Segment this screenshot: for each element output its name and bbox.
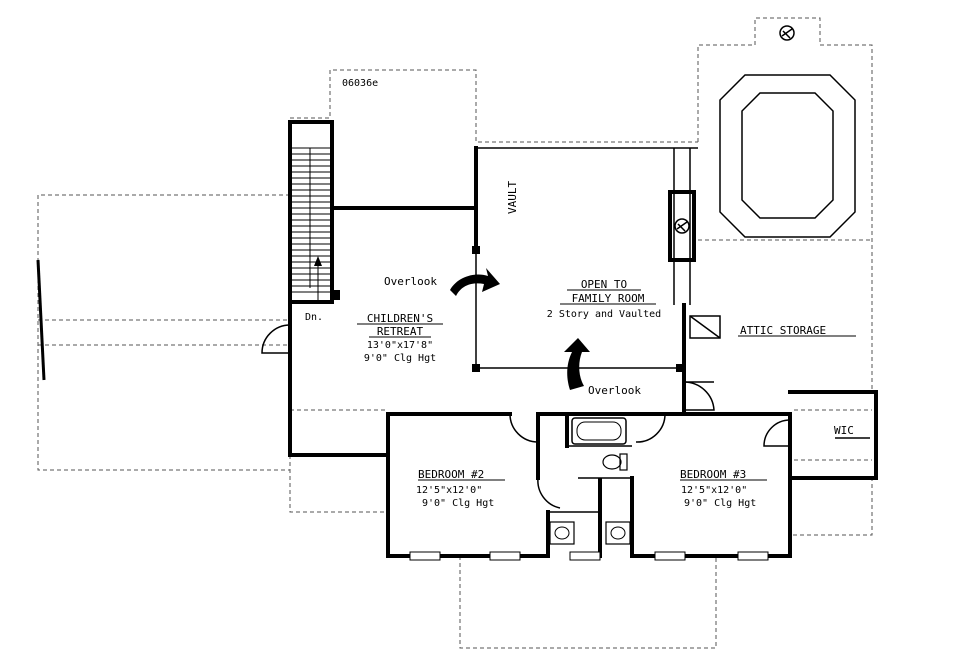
fan-icon — [674, 218, 690, 234]
room-note: 2 Story and Vaulted — [547, 309, 661, 320]
windows — [409, 551, 769, 561]
stair-down-label: Dn. — [305, 312, 323, 323]
sink-icon — [549, 521, 631, 545]
overlook-label-1: Overlook — [384, 275, 437, 288]
room-name: WIC — [834, 424, 854, 437]
room-ceiling: 9'0" Clg Hgt — [364, 353, 436, 364]
bedroom2-label: BEDROOM #2 12'5"x12'0" 9'0" Clg Hgt — [416, 468, 505, 509]
toilet-icon — [602, 453, 628, 471]
roof-outlines — [36, 17, 873, 649]
wic-label: WIC — [834, 424, 854, 437]
room-size: 12'5"x12'0" — [681, 485, 747, 496]
arrow-icon — [564, 338, 590, 390]
room-name: ATTIC STORAGE — [740, 324, 826, 337]
walls — [288, 120, 878, 558]
room-size: 12'5"x12'0" — [416, 485, 482, 496]
childrens-retreat-label: CHILDREN'S RETREAT 13'0"x17'8" 9'0" Clg … — [357, 312, 443, 364]
room-ceiling: 9'0" Clg Hgt — [422, 498, 494, 509]
attic-storage-label: ATTIC STORAGE — [738, 324, 856, 337]
plan-code: 06036e — [342, 78, 378, 89]
fan-icon — [779, 25, 795, 41]
room-name: RETREAT — [377, 325, 424, 338]
open-to-label: OPEN TO FAMILY ROOM 2 Story and Vaulted — [547, 278, 661, 320]
room-name: FAMILY ROOM — [572, 292, 645, 305]
room-name: OPEN TO — [581, 278, 627, 291]
room-name: CHILDREN'S — [367, 312, 433, 325]
overlook-label-2: Overlook — [588, 384, 641, 397]
bedroom3-label: BEDROOM #3 12'5"x12'0" 9'0" Clg Hgt — [680, 468, 767, 509]
vault-label: VAULT — [506, 181, 519, 214]
room-ceiling: 9'0" Clg Hgt — [684, 498, 756, 509]
arrow-icon — [450, 268, 500, 296]
stair — [309, 148, 340, 300]
stair-treads — [292, 147, 330, 293]
room-name: BEDROOM #3 — [680, 468, 746, 481]
room-name: BEDROOM #2 — [418, 468, 484, 481]
vault-octagon — [719, 74, 856, 238]
tub-icon — [571, 417, 627, 445]
door-swings — [261, 324, 791, 509]
room-size: 13'0"x17'8" — [367, 340, 433, 351]
